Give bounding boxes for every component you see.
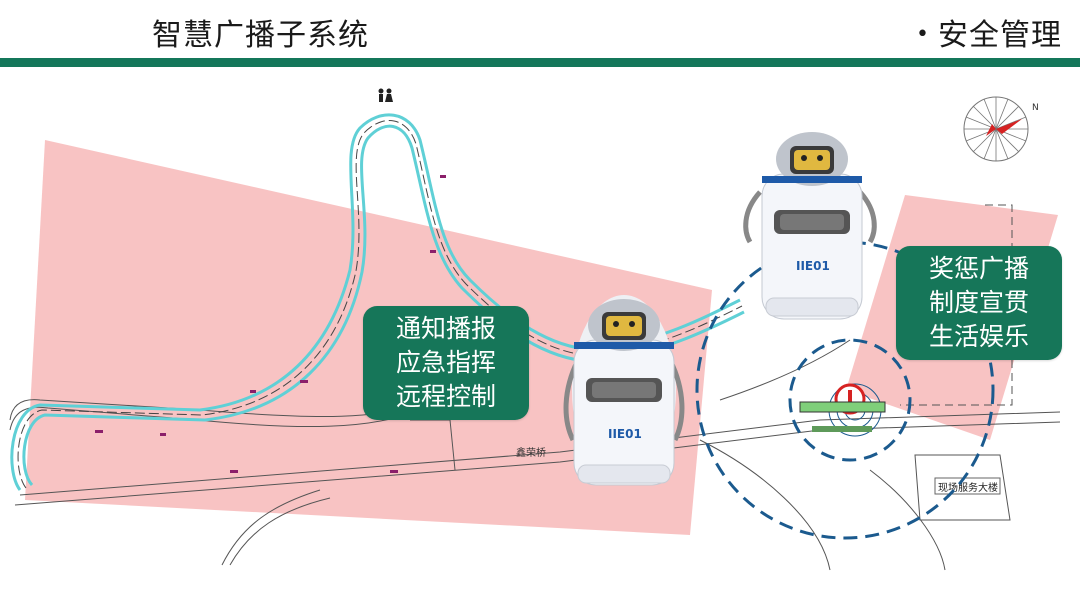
callout-broadcast-content: 奖惩广播 制度宣贯 生活娱乐 [896,246,1062,360]
callout-line: 生活娱乐 [896,320,1062,354]
north-label: N [1032,103,1039,113]
bullet-icon: • [916,22,930,47]
compass-icon: N [958,86,1044,172]
callout-line: 通知播报 [363,312,529,346]
page-title: 智慧广播子系统 [152,10,369,54]
callout-broadcast-functions: 通知播报 应急指挥 远程控制 [363,306,529,420]
callout-line: 远程控制 [363,380,529,414]
header-bar: 智慧广播子系统 • 安全管理 [0,0,1080,58]
header-divider [0,58,1080,67]
robot-badge-text: IIE01 [608,427,642,441]
bridge-label: 鑫荣桥 [516,446,546,459]
callout-line: 奖惩广播 [896,252,1062,286]
section-label: • 安全管理 [916,10,1062,54]
callout-line: 应急指挥 [363,346,529,380]
robot-icon: IIE01 [746,132,875,319]
building-label: 现场服务大楼 [938,481,998,494]
restroom-icon [379,89,394,103]
callout-line: 制度宣贯 [896,286,1062,320]
robot-badge-text-2: IIE01 [796,259,830,273]
equipment-strip [800,402,885,412]
section-label-text: 安全管理 [938,18,1062,53]
